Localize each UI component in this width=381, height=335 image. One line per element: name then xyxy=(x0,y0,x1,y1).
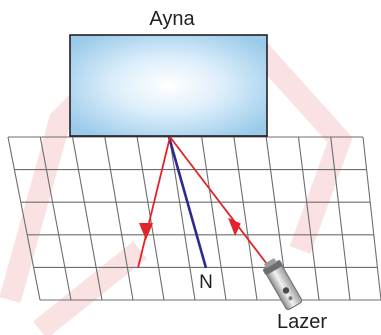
mirror xyxy=(69,34,268,137)
grid-column-line xyxy=(201,136,227,301)
mirror-label: Ayna xyxy=(149,8,195,30)
grid-column-line xyxy=(72,136,103,301)
laser-pointer-icon xyxy=(263,258,303,310)
grid-column-line xyxy=(39,136,72,301)
watermark-arc-right xyxy=(241,32,353,254)
grid-column-line xyxy=(104,136,134,301)
reflected-ray xyxy=(137,136,171,269)
arrowhead-icon xyxy=(228,217,241,237)
normal-label: N xyxy=(199,272,213,293)
watermark-stroke-bottom xyxy=(33,241,147,335)
grid-column-line xyxy=(362,136,381,301)
laser-label: Lazer xyxy=(277,311,327,333)
grid-column-line xyxy=(168,136,196,301)
grid-column-line xyxy=(297,136,320,301)
grid-column-line xyxy=(330,136,351,301)
normal-line xyxy=(167,136,208,269)
grid-column-line xyxy=(7,136,41,301)
arrowhead-icon xyxy=(139,223,153,240)
grid-column-line xyxy=(233,136,258,301)
incident-ray xyxy=(169,136,271,269)
